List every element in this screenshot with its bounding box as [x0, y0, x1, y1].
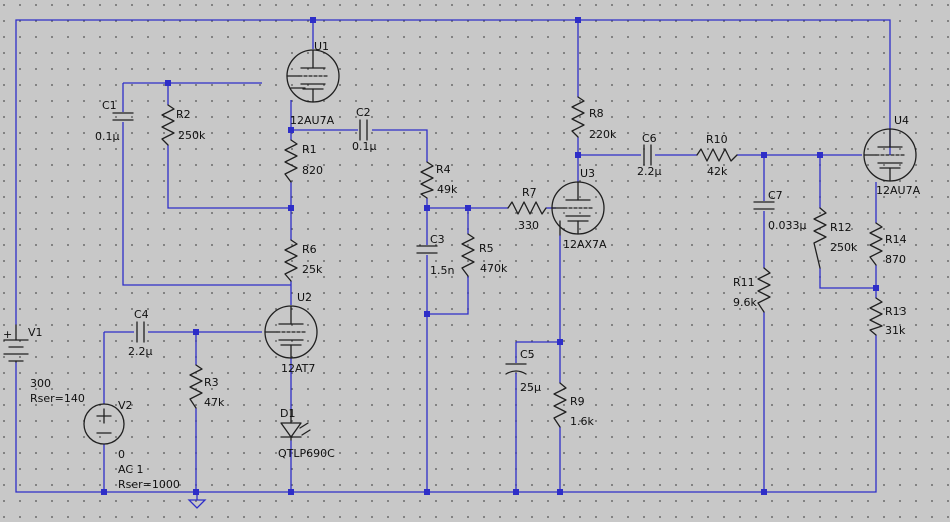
c4-value: 2.2µ — [128, 345, 153, 358]
resistor-r11[interactable]: R11 9.6k — [733, 267, 771, 313]
r7-value: 330 — [518, 219, 539, 232]
c3-value: 1.5n — [430, 264, 454, 277]
r8-value: 220k — [589, 128, 617, 141]
r3-ref: R3 — [204, 376, 219, 389]
svg-text:+: + — [3, 328, 12, 341]
capacitor-c6[interactable]: C6 2.2µ — [637, 132, 662, 178]
r4-ref: R4 — [436, 163, 451, 176]
r1-value: 820 — [302, 164, 323, 177]
c7-value: 0.033µ — [768, 219, 807, 232]
r10-value: 42k — [707, 165, 728, 178]
u4-ref: U4 — [894, 114, 909, 127]
u3-ref: U3 — [580, 167, 595, 180]
v1-param: Rser=140 — [30, 392, 85, 405]
resistor-r8[interactable]: R8 220k — [571, 96, 617, 141]
v2-ref: V2 — [118, 399, 133, 412]
r8-ref: R8 — [589, 107, 604, 120]
v2-param2: Rser=1000 — [118, 478, 180, 491]
c7-ref: C7 — [768, 189, 783, 202]
c3-ref: C3 — [430, 233, 445, 246]
c1-ref: C1 — [102, 99, 117, 112]
ground-symbol — [187, 499, 207, 509]
v1-ref: V1 — [28, 326, 43, 339]
u1-value: 12AU7A — [290, 114, 335, 127]
capacitor-c1[interactable]: C1 0.1µ — [95, 99, 134, 143]
v2-value: 0 — [118, 448, 125, 461]
capacitor-c7[interactable]: C7 0.033µ — [753, 189, 807, 232]
r4-value: 49k — [437, 183, 458, 196]
tube-u3[interactable]: U3 12AX7A — [551, 167, 607, 251]
d1-value: QTLP690C — [278, 447, 335, 460]
r9-ref: R9 — [570, 395, 585, 408]
r5-ref: R5 — [479, 242, 494, 255]
tube-u1[interactable]: U1 12AU7A — [286, 40, 340, 127]
junctions — [101, 17, 879, 495]
r14-ref: R14 — [885, 233, 907, 246]
c1-value: 0.1µ — [95, 130, 120, 143]
r11-value: 9.6k — [733, 296, 757, 309]
r2-value: 250k — [178, 129, 206, 142]
r1-ref: R1 — [302, 143, 317, 156]
resistor-r6[interactable]: R6 25k — [284, 239, 323, 282]
resistor-r13[interactable]: R13 31k — [869, 297, 907, 337]
r5-value: 470k — [480, 262, 508, 275]
r10-ref: R10 — [706, 133, 728, 146]
c6-ref: C6 — [642, 132, 657, 145]
r2-ref: R2 — [176, 108, 191, 121]
capacitor-c5[interactable]: C5 25µ — [505, 348, 541, 394]
capacitor-c4[interactable]: C4 2.2µ — [128, 308, 153, 358]
resistor-r9[interactable]: R9 1.6k — [553, 382, 594, 428]
u1-ref: U1 — [314, 40, 329, 53]
c6-value: 2.2µ — [637, 165, 662, 178]
resistor-r3[interactable]: R3 47k — [189, 364, 225, 409]
resistor-r14[interactable]: R14 870 — [869, 222, 907, 266]
d1-ref: D1 — [280, 407, 295, 420]
voltage-source-v2[interactable]: V2 0 AC 1 Rser=1000 — [83, 399, 180, 491]
r6-value: 25k — [302, 263, 323, 276]
c2-ref: C2 — [356, 106, 371, 119]
v1-value: 300 — [30, 377, 51, 390]
r7-ref: R7 — [522, 186, 537, 199]
r6-ref: R6 — [302, 243, 317, 256]
wires — [15, 19, 891, 500]
c2-value: 0.1µ — [352, 140, 377, 153]
u2-value: 12AT7 — [281, 362, 315, 375]
u3-value: 12AX7A — [563, 238, 607, 251]
voltage-source-v1[interactable]: + V1 300 Rser=140 — [3, 324, 85, 405]
capacitor-c3[interactable]: C3 1.5n — [416, 233, 454, 277]
u2-ref: U2 — [297, 291, 312, 304]
r13-ref: R13 — [885, 305, 907, 318]
c4-ref: C4 — [134, 308, 149, 321]
resistor-r2[interactable]: R2 250k — [161, 104, 206, 146]
tube-u4[interactable]: U4 12AU7A — [863, 114, 921, 197]
c5-value: 25µ — [520, 381, 541, 394]
r9-value: 1.6k — [570, 415, 594, 428]
diode-d1[interactable]: D1 QTLP690C — [278, 407, 335, 460]
r14-value: 870 — [885, 253, 906, 266]
r3-value: 47k — [204, 396, 225, 409]
r11-ref: R11 — [733, 276, 755, 289]
resistor-r4[interactable]: R4 49k — [420, 161, 458, 199]
resistor-r5[interactable]: R5 470k — [461, 233, 508, 277]
tube-u2[interactable]: U2 12AT7 — [264, 291, 318, 375]
r12-value: 250k — [830, 241, 858, 254]
capacitor-c2[interactable]: C2 0.1µ — [352, 106, 377, 153]
resistor-r1[interactable]: R1 820 — [284, 139, 323, 183]
resistor-r12[interactable]: R12 250k — [813, 207, 858, 269]
resistor-r10[interactable]: R10 42k — [696, 133, 738, 178]
c5-ref: C5 — [520, 348, 535, 361]
r13-value: 31k — [885, 324, 906, 337]
r12-ref: R12 — [830, 221, 852, 234]
u4-value: 12AU7A — [876, 184, 921, 197]
resistor-r7[interactable]: R7 330 — [507, 186, 547, 232]
v2-param: AC 1 — [118, 463, 144, 476]
